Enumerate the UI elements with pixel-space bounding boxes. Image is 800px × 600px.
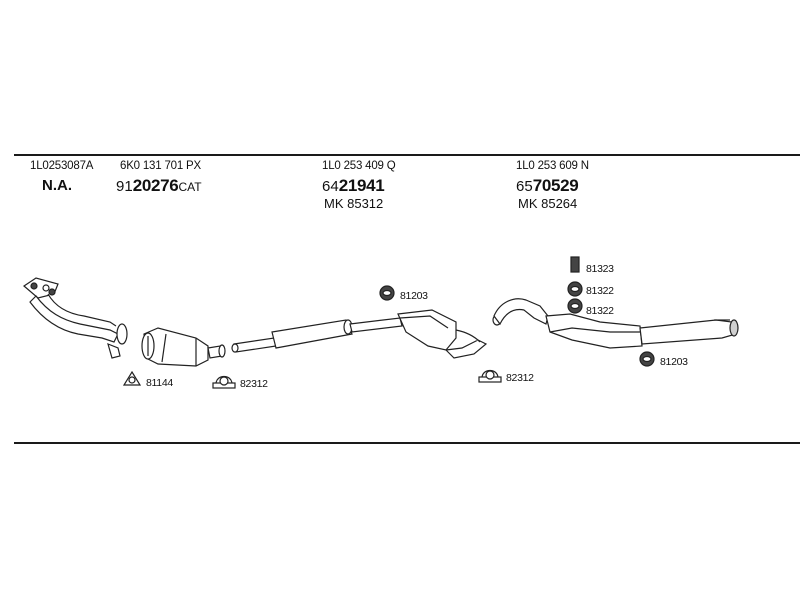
hanger-ring-icon	[567, 298, 583, 314]
order-code-rear-silencer: 6570529	[516, 176, 579, 196]
order-code-main: 20276	[132, 176, 179, 195]
order-code-suffix: CAT	[178, 180, 202, 194]
order-code-main: 21941	[338, 176, 385, 195]
hanger-block-icon	[570, 256, 580, 273]
clamp-icon	[212, 375, 236, 389]
part-number-catalyst: 6K0 131 701 PX	[120, 160, 201, 172]
clamp-icon	[478, 369, 502, 383]
gasket-icon	[122, 370, 142, 386]
label-hanger-81203: 81203	[660, 356, 688, 368]
order-code-main: 70529	[532, 176, 579, 195]
rear-silencer-icon	[492, 298, 739, 349]
order-code-prefix: 65	[516, 178, 533, 195]
hanger-ring-icon	[567, 281, 583, 297]
label-clamp-82312: 82312	[240, 378, 268, 390]
label-hanger-81322: 81322	[586, 285, 614, 297]
part-number-middle-silencer: 1L0 253 409 Q	[322, 160, 396, 172]
label-clamp-82312: 82312	[506, 372, 534, 384]
mounting-kit-middle: MK 85312	[324, 196, 384, 211]
not-available-label: N.A.	[42, 177, 72, 194]
top-divider	[14, 154, 800, 156]
label-gasket-81144: 81144	[146, 377, 173, 389]
hanger-ring-icon	[379, 285, 395, 301]
label-hanger-81322: 81322	[586, 305, 614, 317]
label-hanger-81203: 81203	[400, 290, 428, 302]
order-code-middle-silencer: 6421941	[322, 176, 385, 196]
hanger-ring-icon	[639, 351, 655, 367]
part-number-front-pipe: 1L0253087A	[30, 160, 94, 172]
order-code-catalyst: 9120276CAT	[116, 176, 202, 196]
order-code-prefix: 64	[322, 178, 339, 195]
front-pipe-icon	[23, 277, 128, 359]
order-code-prefix: 91	[116, 178, 133, 195]
mounting-kit-rear: MK 85264	[518, 196, 578, 211]
catalytic-converter-icon	[141, 327, 226, 367]
label-hanger-81323: 81323	[586, 263, 614, 275]
bottom-divider	[14, 442, 800, 444]
part-number-rear-silencer: 1L0 253 609 N	[516, 160, 589, 172]
middle-silencer-icon	[231, 309, 488, 359]
